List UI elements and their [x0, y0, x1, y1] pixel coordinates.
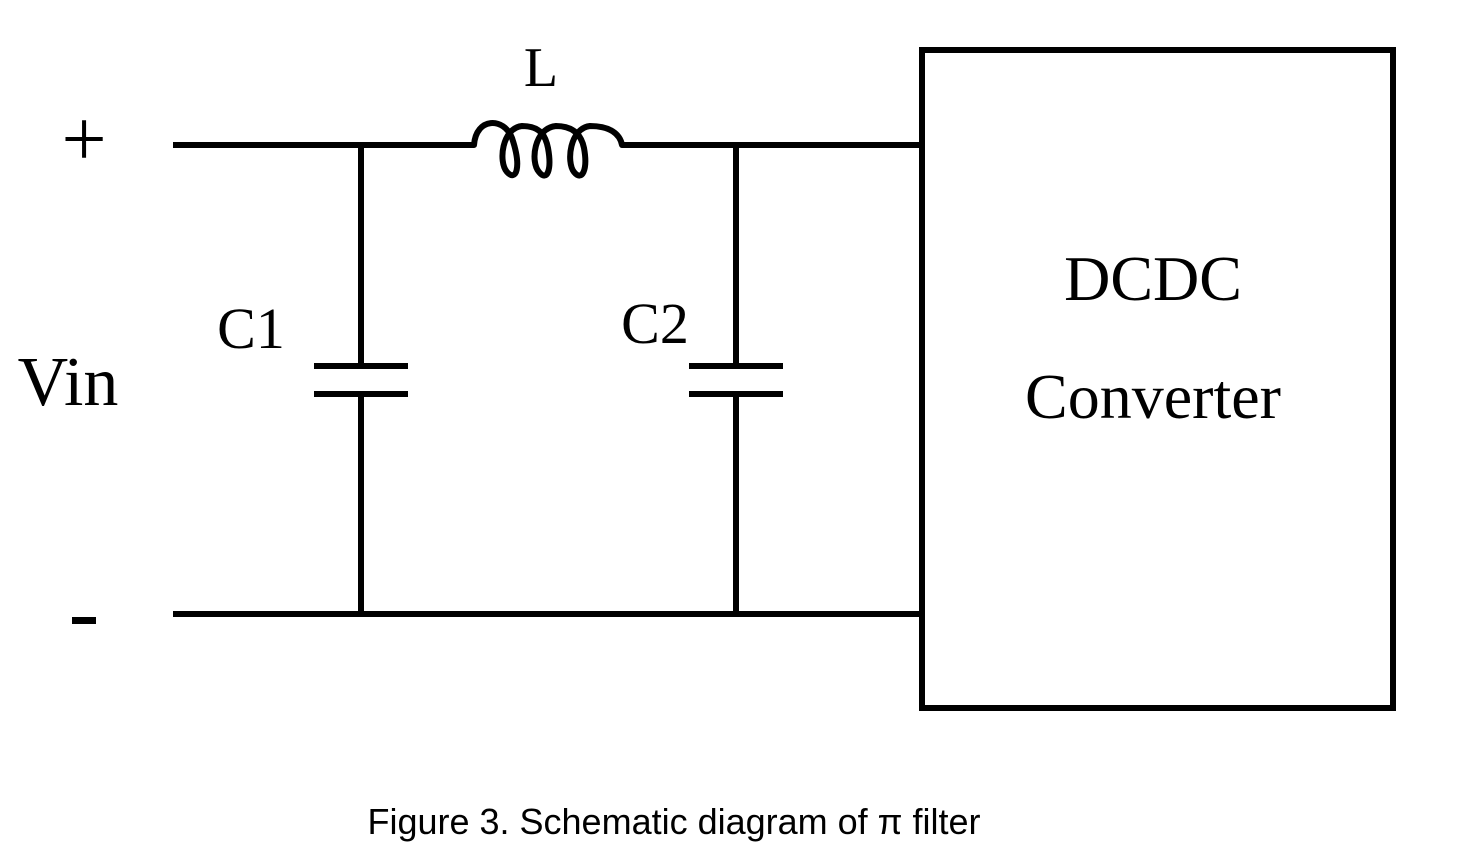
dcdc-converter-block	[919, 47, 1396, 711]
inductor-label: L	[524, 37, 558, 99]
terminal-minus: -	[84, 629, 85, 631]
terminal-minus-mark	[72, 617, 96, 624]
converter-label-line2: Converter	[1025, 361, 1281, 432]
inductor-coil	[471, 120, 625, 179]
converter-label-line1: DCDC	[1064, 243, 1242, 314]
vin-label: Vin	[18, 344, 119, 421]
terminal-plus: +	[61, 96, 106, 184]
c1-label: C1	[217, 296, 285, 361]
c2-label: C2	[621, 291, 689, 356]
figure-caption: Figure 3. Schematic diagram of π filter	[367, 801, 980, 842]
